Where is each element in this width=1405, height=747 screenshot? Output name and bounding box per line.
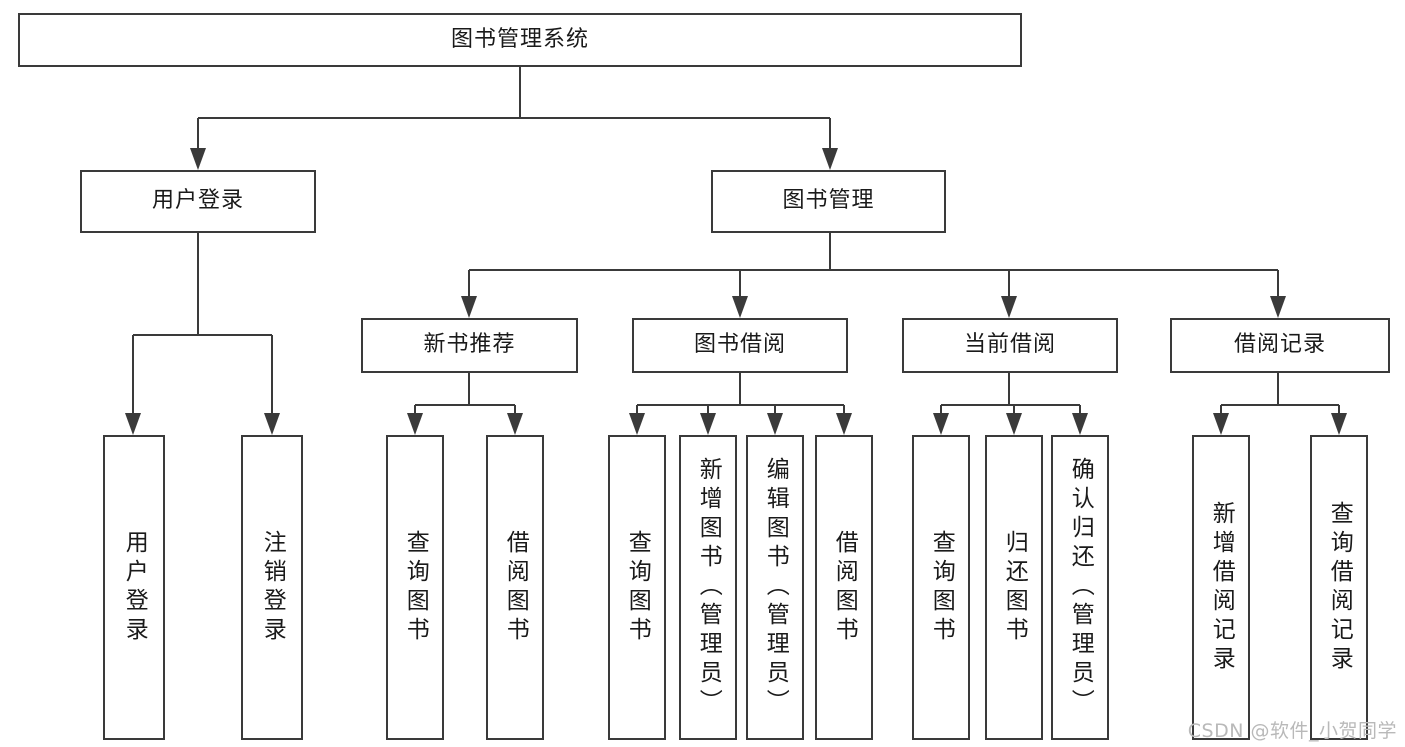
- node-book-borrow[interactable]: 图书借阅: [632, 318, 848, 373]
- node-leaf-confirm-return[interactable]: 确认归还（管理员）: [1051, 435, 1109, 740]
- arrowhead-book-borrow-to-leaves-1: [700, 413, 716, 435]
- arrowhead-root-to-level2-1: [822, 148, 838, 170]
- node-label: 查询借阅记录: [1326, 500, 1353, 675]
- arrowhead-borrow-record-to-leaves-1: [1331, 413, 1347, 435]
- node-label: 图书借阅: [693, 332, 786, 358]
- node-label: 编辑图书（管理员）: [762, 457, 789, 718]
- node-leaf-user-login[interactable]: 用户登录: [103, 435, 165, 740]
- arrowhead-current-borrow-to-leaves-1: [1006, 413, 1022, 435]
- arrowhead-user-login-to-leaves-1: [264, 413, 280, 435]
- node-label: 新增借阅记录: [1208, 500, 1235, 675]
- node-leaf-borrow-book-1[interactable]: 借阅图书: [486, 435, 544, 740]
- node-borrow-record[interactable]: 借阅记录: [1170, 318, 1390, 373]
- node-label: 图书管理: [782, 188, 875, 214]
- node-leaf-query-book-1[interactable]: 查询图书: [386, 435, 444, 740]
- arrowhead-book-manage-to-level3-1: [732, 296, 748, 318]
- node-current-borrow[interactable]: 当前借阅: [902, 318, 1118, 373]
- node-leaf-logout[interactable]: 注销登录: [241, 435, 303, 740]
- arrowhead-book-borrow-to-leaves-3: [836, 413, 852, 435]
- arrowhead-book-manage-to-level3-2: [1001, 296, 1017, 318]
- arrowhead-book-manage-to-level3-0: [461, 296, 477, 318]
- arrowhead-new-book-rec-to-leaves-0: [407, 413, 423, 435]
- node-new-book-rec[interactable]: 新书推荐: [361, 318, 578, 373]
- node-leaf-edit-book[interactable]: 编辑图书（管理员）: [746, 435, 804, 740]
- node-label: 查询图书: [928, 529, 955, 646]
- arrowhead-current-borrow-to-leaves-0: [933, 413, 949, 435]
- node-leaf-query-book-2[interactable]: 查询图书: [608, 435, 666, 740]
- node-label: 借阅图书: [502, 529, 529, 646]
- node-label: 新书推荐: [423, 332, 516, 358]
- arrowhead-book-manage-to-level3-3: [1270, 296, 1286, 318]
- arrowhead-current-borrow-to-leaves-2: [1072, 413, 1088, 435]
- node-leaf-borrow-book-2[interactable]: 借阅图书: [815, 435, 873, 740]
- arrowhead-root-to-level2-0: [190, 148, 206, 170]
- node-leaf-add-record[interactable]: 新增借阅记录: [1192, 435, 1250, 740]
- node-leaf-query-record[interactable]: 查询借阅记录: [1310, 435, 1368, 740]
- arrowhead-borrow-record-to-leaves-0: [1213, 413, 1229, 435]
- arrowhead-user-login-to-leaves-0: [125, 413, 141, 435]
- node-label: 当前借阅: [963, 332, 1056, 358]
- node-leaf-return-book[interactable]: 归还图书: [985, 435, 1043, 740]
- node-label: 归还图书: [1001, 529, 1028, 646]
- node-label: 注销登录: [259, 529, 286, 646]
- node-label: 新增图书（管理员）: [695, 457, 722, 718]
- node-label: 用户登录: [151, 188, 244, 214]
- node-root[interactable]: 图书管理系统: [18, 13, 1022, 67]
- node-label: 查询图书: [402, 529, 429, 646]
- node-label: 查询图书: [624, 529, 651, 646]
- arrowhead-new-book-rec-to-leaves-1: [507, 413, 523, 435]
- node-leaf-query-book-3[interactable]: 查询图书: [912, 435, 970, 740]
- node-label: 确认归还（管理员）: [1067, 457, 1094, 718]
- arrowhead-book-borrow-to-leaves-0: [629, 413, 645, 435]
- node-label: 借阅记录: [1233, 332, 1326, 358]
- node-label: 用户登录: [121, 529, 148, 646]
- node-leaf-add-book[interactable]: 新增图书（管理员）: [679, 435, 737, 740]
- arrowhead-book-borrow-to-leaves-2: [767, 413, 783, 435]
- node-label: 借阅图书: [831, 529, 858, 646]
- node-label: 图书管理系统: [450, 26, 589, 52]
- node-book-manage[interactable]: 图书管理: [711, 170, 946, 233]
- node-user-login[interactable]: 用户登录: [80, 170, 316, 233]
